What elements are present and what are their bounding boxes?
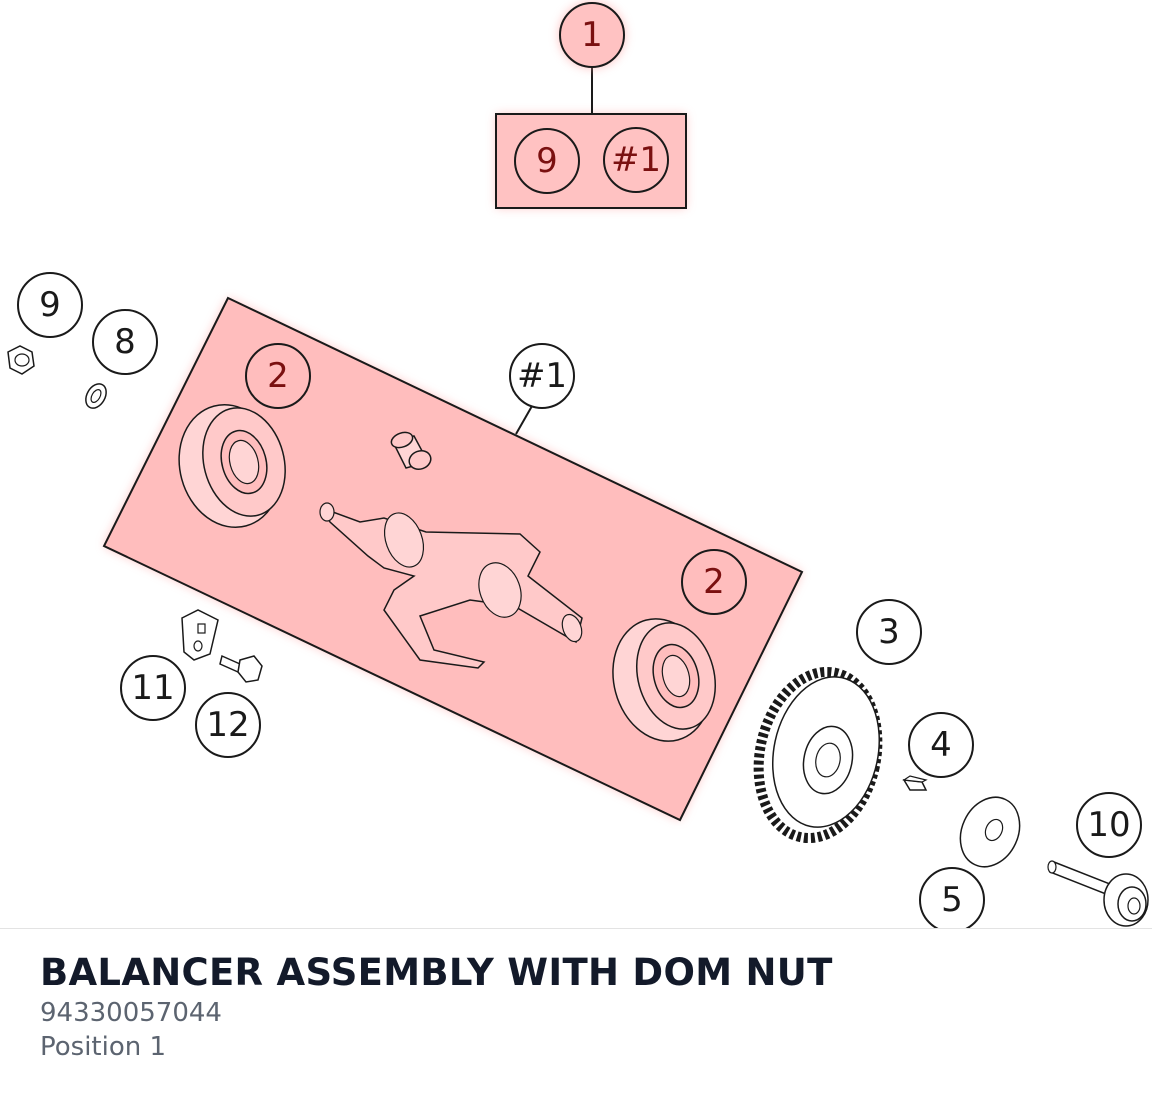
washer-icon[interactable] [82, 380, 111, 412]
callout-2b[interactable]: 2 [681, 549, 747, 615]
gear-icon[interactable] [744, 661, 893, 849]
part-number: 94330057044 [40, 998, 222, 1028]
callout-10[interactable]: 10 [1076, 792, 1142, 858]
bolt-icon[interactable] [219, 654, 263, 683]
callout-11-label: 11 [131, 668, 174, 708]
callout-set-1-label: #1 [517, 356, 567, 396]
callout-8-label: 8 [114, 322, 136, 362]
callout-3[interactable]: 3 [856, 599, 922, 665]
callout-2a-label: 2 [267, 356, 289, 396]
stud-bolt-icon[interactable] [1047, 860, 1149, 927]
bearing-icon[interactable] [166, 393, 297, 539]
callout-5[interactable]: 5 [919, 867, 985, 928]
callout-10-label: 10 [1087, 805, 1130, 845]
bracket-icon[interactable] [181, 609, 219, 661]
callout-11[interactable]: 11 [120, 655, 186, 721]
callout-set-1[interactable]: #1 [509, 343, 575, 435]
bearing-icon[interactable] [600, 608, 727, 753]
divider [0, 928, 1152, 929]
nut-icon[interactable] [7, 345, 35, 375]
exploded-view-diagram: 1 9 #1 2 [7, 2, 1149, 928]
spacer-washer-icon[interactable] [949, 788, 1030, 877]
key-icon[interactable] [902, 775, 928, 791]
callout-5-label: 5 [941, 880, 963, 920]
callout-1-label: 1 [581, 15, 603, 55]
callout-4-label: 4 [930, 725, 952, 765]
callout-4[interactable]: 4 [908, 712, 974, 778]
callout-12[interactable]: 12 [195, 692, 261, 758]
callout-12-label: 12 [206, 705, 249, 745]
callout-1-group[interactable]: 1 9 #1 [495, 2, 687, 209]
part-title: BALANCER ASSEMBLY WITH DOM NUT [40, 951, 833, 994]
sleeve-icon[interactable] [389, 430, 433, 473]
balancer-shaft-icon[interactable] [319, 502, 585, 669]
callout-9[interactable]: 9 [17, 272, 83, 338]
group-callout-9-label: 9 [536, 141, 558, 181]
callout-2b-label: 2 [703, 562, 725, 602]
part-position: Position 1 [40, 1032, 167, 1062]
part-info-panel: BALANCER ASSEMBLY WITH DOM NUT 943300570… [40, 950, 1112, 1064]
callout-8[interactable]: 8 [92, 309, 158, 375]
callout-2a[interactable]: 2 [245, 343, 311, 409]
callout-3-label: 3 [878, 612, 900, 652]
callout-9-label: 9 [39, 285, 61, 325]
group-callout-set-label: #1 [611, 140, 661, 180]
